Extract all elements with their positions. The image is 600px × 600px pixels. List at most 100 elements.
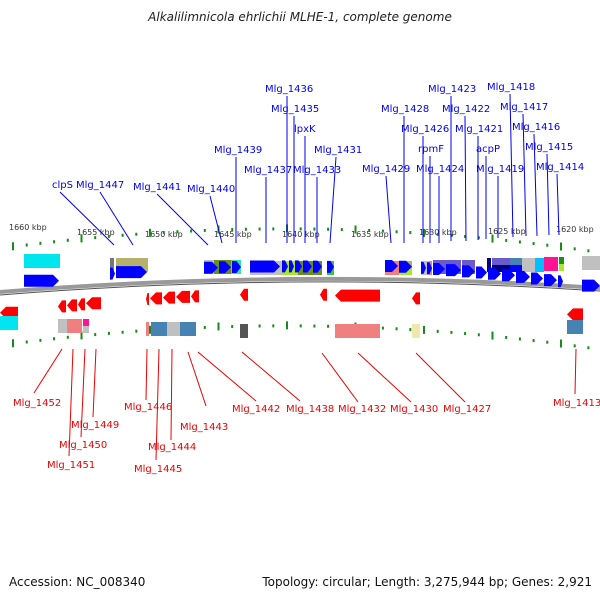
reverse-gene-arrow[interactable] [412,292,420,305]
gene-label[interactable]: rpmF [418,144,444,155]
topology-text: Topology: circular; Length: 3,275,944 bp… [262,575,592,589]
forward-gene-arrow[interactable] [531,272,543,285]
reverse-label-leader [574,348,577,395]
gene-label[interactable]: Mlg_1429 [362,164,410,175]
gene-label[interactable]: Mlg_1426 [401,124,449,135]
gene-label[interactable]: Mlg_1415 [525,142,573,153]
reverse-gene-arrow[interactable] [240,288,248,301]
reverse-gene-arrow[interactable] [567,308,583,321]
gene-label[interactable]: lpxK [294,124,316,135]
forward-gene-arrow[interactable] [313,260,322,273]
accession-text: Accession: NC_008340 [9,575,146,589]
forward-gene-arrow[interactable] [462,265,475,278]
forward-gene-arrow[interactable] [502,269,515,282]
reverse-gene-arrow[interactable] [67,299,77,312]
gene-label[interactable]: Mlg_1443 [180,422,228,433]
reverse-gene-arrow[interactable] [78,298,85,311]
gene-label[interactable]: Mlg_1435 [271,104,319,115]
forward-gene-arrow[interactable] [476,266,487,279]
reverse-gene-arrow[interactable] [176,290,190,303]
gene-label[interactable]: Mlg_1441 [133,182,181,193]
forward-gene-arrow[interactable] [327,260,334,273]
forward-gene-arrow[interactable] [282,260,288,273]
gene-label[interactable]: Mlg_1436 [265,84,313,95]
gene-label[interactable]: Mlg_1423 [428,84,476,95]
forward-gene-arrow[interactable] [232,260,241,273]
reverse-gene-arrow[interactable] [150,292,162,305]
reverse-gene-arrow[interactable] [320,288,327,301]
gene-label[interactable]: Mlg_1418 [487,82,535,93]
scale-tick [546,340,549,344]
gene-label[interactable]: Mlg_1422 [442,104,490,115]
forward-gene-arrow[interactable] [399,260,412,273]
gene-label[interactable]: Mlg_1452 [13,398,61,409]
gene-label[interactable]: Mlg_1447 [76,180,124,191]
reverse-label-leader [155,348,160,461]
reverse-label-leader [197,351,257,402]
forward-gene-arrow[interactable] [295,260,302,273]
forward-gene-arrow[interactable] [433,262,445,275]
forward-gene-arrow[interactable] [558,275,563,288]
forward-gene-arrow[interactable] [303,260,312,273]
gene-label[interactable]: Mlg_1446 [124,402,172,413]
scale-tick [149,228,151,237]
gene-label[interactable]: Mlg_1445 [134,464,182,475]
scale-tick [532,242,535,246]
gene-label[interactable]: Mlg_1428 [381,104,429,115]
forward-gene-arrow[interactable] [421,261,426,274]
gene-cog-box [567,320,583,334]
gene-label[interactable]: Mlg_1433 [293,165,341,176]
forward-gene-arrow[interactable] [219,261,231,274]
forward-gene-arrow[interactable] [110,267,115,280]
reverse-cog-track [0,316,583,338]
gene-label[interactable]: clpS [52,180,73,191]
gene-label[interactable]: Mlg_1417 [500,102,548,113]
forward-gene-arrow[interactable] [204,261,218,274]
gene-label[interactable]: Mlg_1431 [314,145,362,156]
gene-label[interactable]: Mlg_1439 [214,145,262,156]
reverse-gene-arrow[interactable] [191,290,199,303]
scale-tick [491,234,494,243]
gene-label[interactable]: Mlg_1450 [59,440,107,451]
gene-label[interactable]: Mlg_1419 [476,164,524,175]
forward-gene-arrow[interactable] [24,274,59,287]
gene-label[interactable]: Mlg_1438 [286,404,334,415]
gene-label[interactable]: Mlg_1413 [553,398,600,409]
gene-label[interactable]: Mlg_1414 [536,162,584,173]
forward-gene-arrow[interactable] [582,279,600,292]
scale-tick [409,328,412,332]
forward-gene-arrow[interactable] [427,262,432,275]
reverse-gene-arrow[interactable] [0,306,18,319]
gene-label[interactable]: Mlg_1442 [232,404,280,415]
forward-gene-arrow[interactable] [116,266,147,279]
forward-gene-arrow[interactable] [488,267,501,280]
forward-gene-arrow[interactable] [446,264,461,277]
forward-gene-arrow[interactable] [250,260,280,273]
gene-label[interactable]: Mlg_1416 [512,122,560,133]
gene-label[interactable]: Mlg_1427 [443,404,491,415]
gene-label[interactable]: Mlg_1451 [47,460,95,471]
reverse-gene-arrow[interactable] [146,292,149,305]
forward-label-leader [99,191,134,246]
reverse-gene-arrow[interactable] [86,297,101,310]
scale-tick [12,339,14,348]
gene-label[interactable]: Mlg_1444 [148,442,196,453]
scale-tick [368,229,371,233]
reverse-gene-arrow[interactable] [163,291,175,304]
forward-gene-arrow[interactable] [385,260,398,273]
gene-label[interactable]: Mlg_1421 [455,124,503,135]
reverse-gene-arrow[interactable] [58,300,66,313]
gene-label[interactable]: Mlg_1430 [390,404,438,415]
reverse-gene-arrow[interactable] [335,289,380,302]
gene-label[interactable]: Mlg_1432 [338,404,386,415]
gene-cog-box [0,316,18,330]
forward-gene-arrow[interactable] [516,270,530,283]
forward-gene-arrow[interactable] [289,260,294,273]
gene-label[interactable]: Mlg_1437 [244,165,292,176]
gene-label[interactable]: Mlg_1440 [187,184,235,195]
gene-label[interactable]: Mlg_1449 [71,420,119,431]
gene-label[interactable]: acpP [476,144,500,155]
forward-gene-arrow[interactable] [544,274,557,287]
gene-label[interactable]: Mlg_1424 [416,164,464,175]
scale-tick [25,340,28,344]
